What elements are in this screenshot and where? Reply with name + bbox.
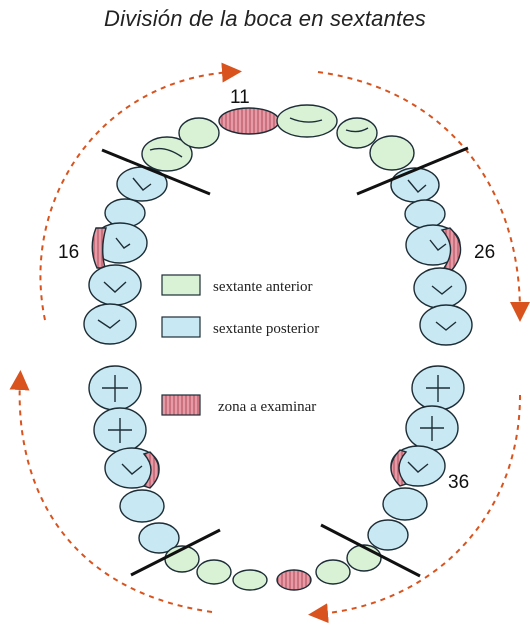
tooth [120,490,164,522]
legend-swatch-anterior [162,275,200,295]
tooth [405,200,445,228]
lower-left-posterior-sextant [368,366,464,550]
tooth [89,265,141,305]
tooth [219,108,279,134]
legend-swatch-posterior [162,317,200,337]
legend-label-anterior: sextante anterior [213,279,313,295]
tooth [420,305,472,345]
upper-right-posterior-sextant [84,167,167,344]
tooth [337,118,377,148]
tooth [277,570,311,590]
tooth [197,560,231,584]
tooth [383,488,427,520]
tooth [277,105,337,137]
upper-left-posterior-sextant [391,168,472,345]
tooth [84,304,136,344]
legend-swatch-examined [162,395,200,415]
tooth [370,136,414,170]
tooth [391,168,439,202]
lower-anterior-sextant [165,545,381,590]
tooth [414,268,466,308]
tooth [316,560,350,584]
label-tooth-26: 26 [474,242,495,263]
upper-anterior-sextant [142,105,414,171]
legend: sextante anterior sextante posterior zon… [162,275,319,415]
tooth [347,545,381,571]
tooth [368,520,408,550]
legend-label-examined: zona a examinar [218,399,316,415]
lower-right-posterior-sextant [89,366,179,553]
tooth [233,570,267,590]
legend-label-posterior: sextante posterior [213,321,319,337]
label-tooth-36: 36 [448,472,469,493]
label-tooth-16: 16 [58,242,79,263]
label-tooth-11: 11 [230,87,250,108]
tooth [179,118,219,148]
